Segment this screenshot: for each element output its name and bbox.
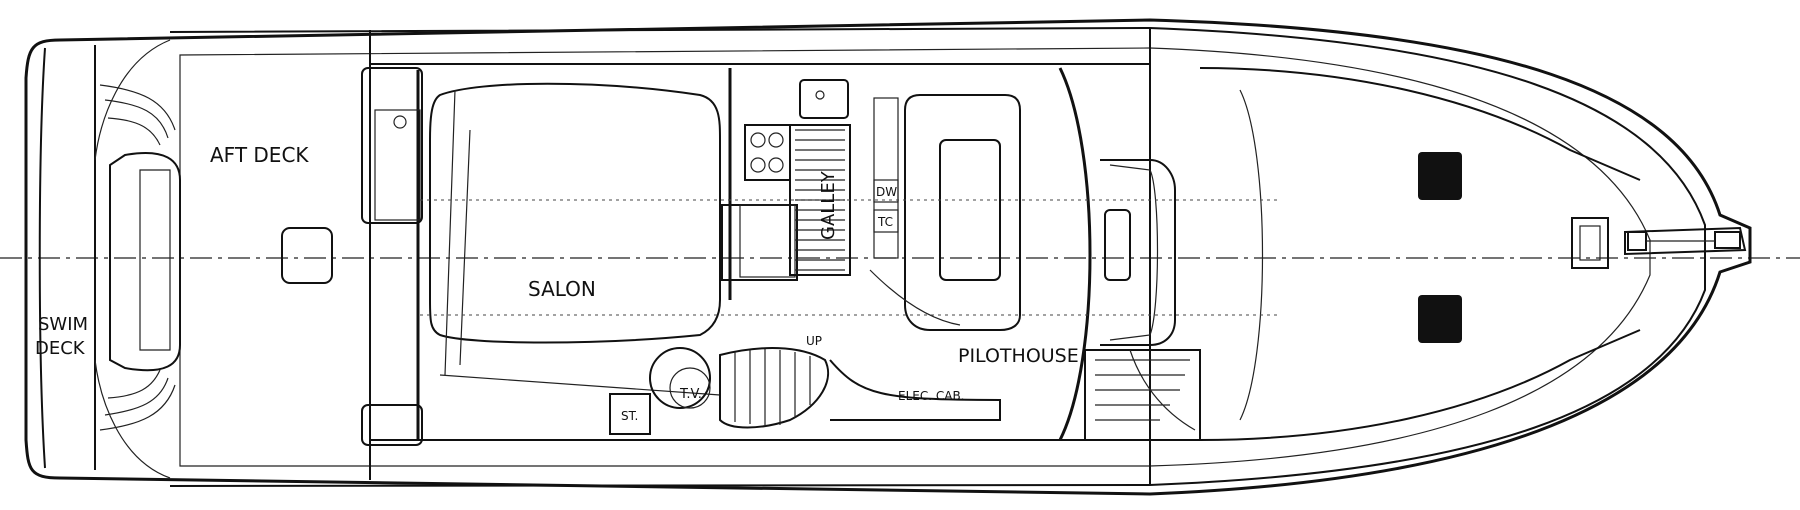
anchor-roller (1714, 231, 1741, 249)
helm-dash (1109, 164, 1159, 341)
aft-cabinet-top-inner (374, 109, 421, 221)
bow-pulpit (1624, 226, 1747, 256)
swim-deck-outline (38, 45, 96, 470)
galley-cabinet (873, 97, 899, 259)
aft-cabinet-bottom (361, 404, 423, 446)
cabin-house (369, 28, 1151, 485)
deck-hatch-port (1418, 152, 1462, 200)
stair-treads (734, 349, 811, 426)
label-elec-cab: ELEC. CAB. (898, 389, 965, 403)
helm-console (1100, 159, 1176, 346)
label-swim-deck-2: DECK (35, 338, 86, 359)
burner-2 (768, 132, 784, 148)
pilothouse-floor-edge (869, 269, 961, 326)
salon-settee (429, 82, 721, 344)
fridge-inner (739, 204, 796, 278)
aft-steps-bottom (99, 369, 176, 431)
pilothouse-settee (904, 94, 1021, 331)
aft-settee (109, 152, 181, 372)
label-swim-deck-1: SWIM (38, 314, 88, 335)
hull-outline (24, 18, 1752, 496)
sink-drain (815, 90, 825, 100)
deck-hatch-starboard (1418, 295, 1462, 343)
foredeck-curve (1239, 89, 1264, 421)
fridge (721, 204, 798, 281)
aft-cabinet-top (361, 67, 423, 224)
burner-1 (750, 132, 766, 148)
anchor-locker (1571, 217, 1609, 269)
dinette-table (939, 139, 1001, 281)
stove (744, 124, 791, 181)
label-aft-deck: AFT DECK (210, 143, 309, 167)
electrical-cabinet (829, 359, 1001, 421)
burner-4 (768, 157, 784, 173)
sink (799, 79, 849, 119)
galley-floor-hatch (795, 129, 845, 271)
windlass (1627, 231, 1647, 251)
aft-steps-top (99, 84, 176, 146)
label-st: ST. (621, 409, 638, 423)
stairs-up (719, 347, 830, 429)
pilothouse-stair-treads (1095, 349, 1196, 431)
anchor-locker-inner (1579, 225, 1601, 261)
label-salon: SALON (528, 277, 596, 301)
salon-settee-back (444, 89, 471, 376)
pilothouse-stairs (1084, 349, 1201, 441)
tv-cabinet-inner (669, 367, 711, 409)
overhead-line-1 (420, 199, 1280, 316)
hull-inner-line (169, 26, 1706, 487)
deck-edge (179, 47, 1651, 467)
aft-deck-hatch (281, 227, 333, 284)
label-tv: T.V. (679, 387, 702, 402)
foredeck-house (1199, 67, 1641, 441)
label-pilothouse: PILOTHOUSE (958, 345, 1079, 367)
tv-cabinet (649, 347, 711, 409)
aft-settee-inner (139, 169, 171, 351)
helm-seat (1104, 209, 1131, 281)
label-galley: GALLEY (818, 170, 839, 240)
helm-bulkhead (1058, 67, 1092, 441)
label-dw: DW (876, 185, 897, 199)
storage-cabinet (609, 393, 651, 435)
salon-window-line (439, 374, 721, 396)
porthole-marker (393, 115, 407, 129)
label-up: UP (806, 334, 822, 348)
label-tc: TC (877, 215, 893, 229)
burner-3 (750, 157, 766, 173)
